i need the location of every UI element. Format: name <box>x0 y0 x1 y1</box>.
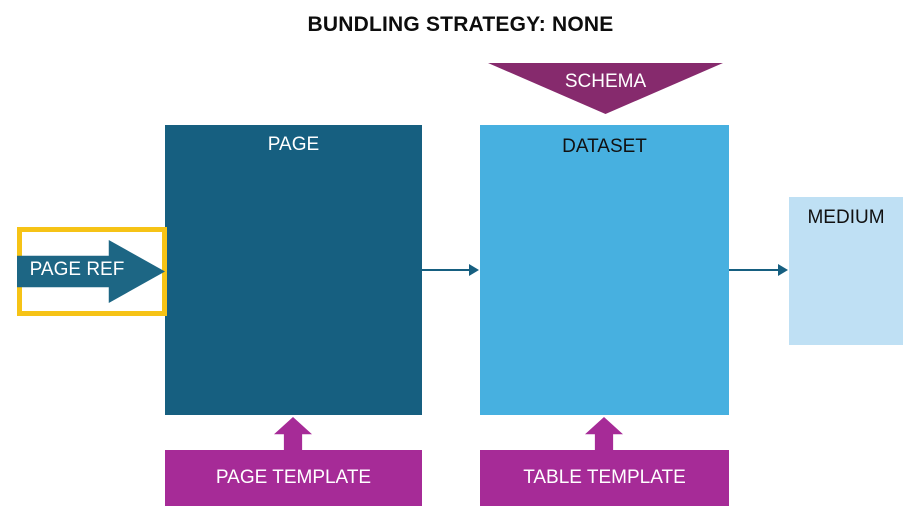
dataset-label: DATASET <box>562 136 647 157</box>
table-template-label: TABLE TEMPLATE <box>523 467 686 488</box>
page-ref-label: PAGE REF <box>29 259 125 280</box>
page-label: PAGE <box>267 134 320 155</box>
page-template-node[interactable]: PAGE TEMPLATE <box>165 450 422 506</box>
up-arrow-icon-page-template <box>274 417 312 453</box>
schema-node[interactable]: SCHEMA <box>488 63 723 114</box>
up-arrow-icon-table-template <box>585 417 623 453</box>
schema-label: SCHEMA <box>564 71 647 92</box>
page-node[interactable]: PAGE <box>165 125 422 415</box>
connector-page-to-dataset <box>422 269 470 271</box>
arrowhead-icon-dataset-to-medium <box>778 264 788 276</box>
arrowhead-icon-page-to-dataset <box>469 264 479 276</box>
dataset-node[interactable]: DATASET <box>480 125 729 415</box>
medium-node[interactable]: MEDIUM <box>789 197 903 345</box>
medium-label: MEDIUM <box>807 207 885 228</box>
table-template-node[interactable]: TABLE TEMPLATE <box>480 450 729 506</box>
page-title: BUNDLING STRATEGY: NONE <box>307 13 614 36</box>
connector-dataset-to-medium <box>729 269 779 271</box>
page-template-label: PAGE TEMPLATE <box>215 467 372 488</box>
